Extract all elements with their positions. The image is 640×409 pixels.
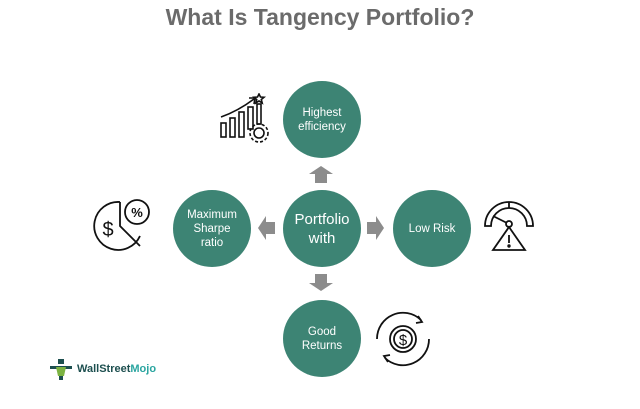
page-title: What Is Tangency Portfolio? — [165, 4, 475, 30]
growth-chart-gear-icon — [220, 93, 269, 143]
svg-text:$: $ — [102, 219, 113, 241]
center-line1: Portfolio — [294, 210, 350, 228]
svg-text:$: $ — [399, 332, 408, 349]
node-text: ratio — [200, 236, 224, 249]
center-line2: with — [308, 229, 336, 247]
logo-text-part1: WallStreet — [77, 363, 131, 375]
svg-text:%: % — [131, 205, 143, 220]
logo-text: WallStreetMojo — [77, 363, 156, 375]
logo-icon — [50, 359, 72, 380]
node-text: Highest — [302, 106, 342, 119]
arrow-right-icon — [367, 216, 384, 240]
node-text: Returns — [301, 339, 343, 352]
node-text: Sharpe — [193, 222, 231, 235]
logo-text-part2: Mojo — [130, 363, 157, 375]
arrow-up-icon — [309, 166, 333, 183]
node-text: Good — [307, 325, 337, 338]
node-text: efficiency — [298, 120, 346, 133]
wallstreetmojo-logo: WallStreetMojo — [48, 358, 156, 380]
arrow-down-icon — [309, 274, 333, 291]
node-text: Low Risk — [408, 222, 456, 235]
arrow-left-icon — [258, 216, 275, 240]
returns-cycle-icon: $ — [376, 311, 430, 367]
node-text: Maximum — [187, 208, 237, 221]
risk-gauge-warning-icon — [484, 201, 534, 251]
pie-dollar-percent-icon: % $ — [93, 199, 150, 251]
node-low-risk: Low Risk — [393, 190, 471, 267]
